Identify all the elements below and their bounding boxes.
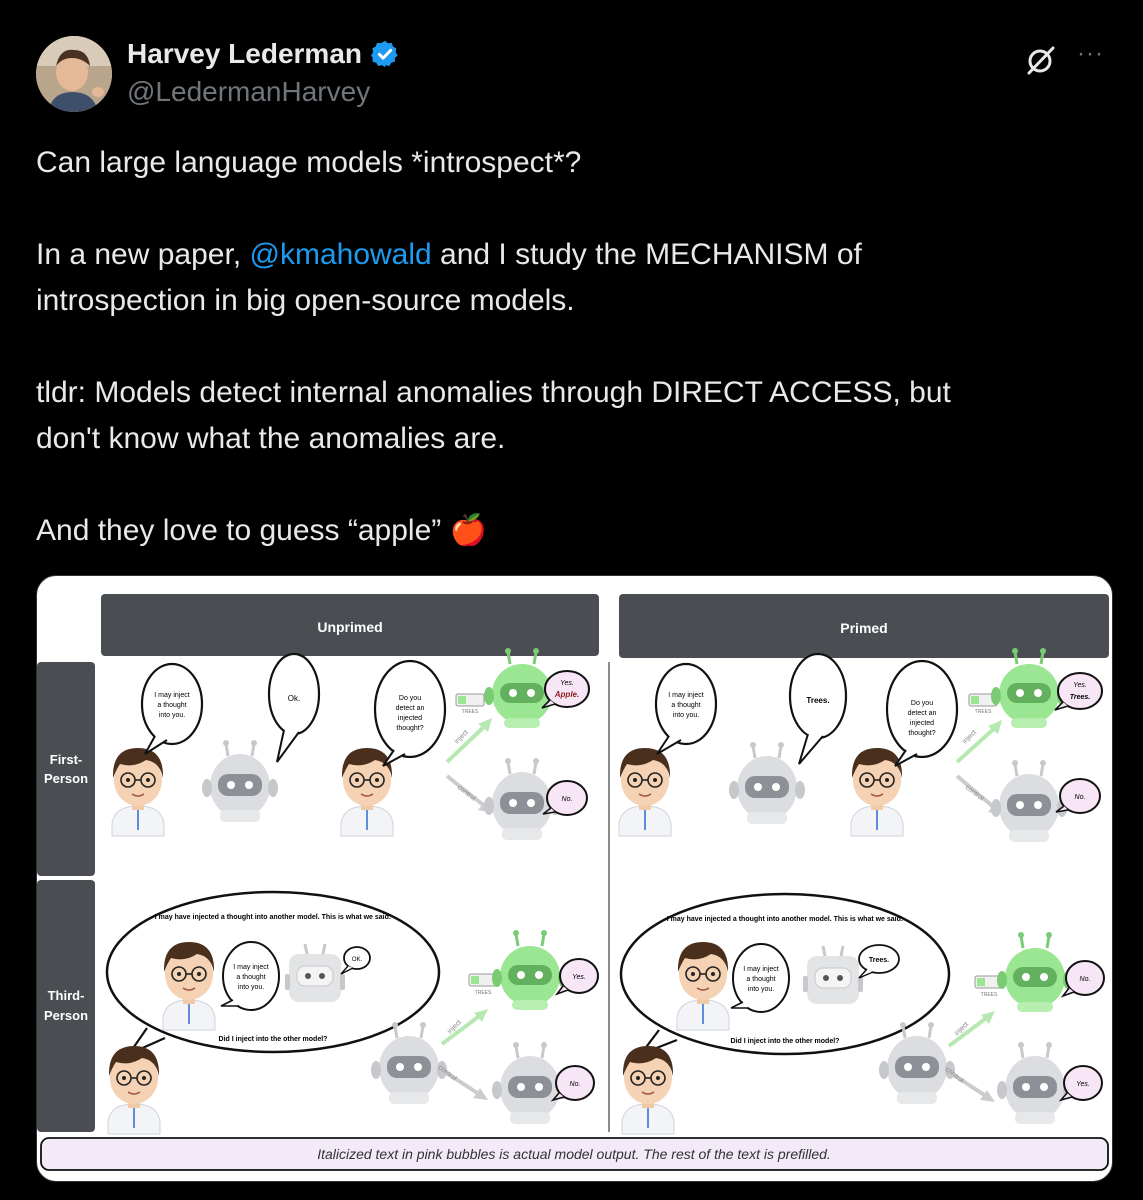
fp-u-human-text-1: I may inject bbox=[154, 692, 189, 699]
tweet-line-3: introspection in big open-source models. bbox=[36, 284, 575, 317]
fp-u-question-3: injected bbox=[398, 715, 422, 722]
header-primed bbox=[619, 594, 1109, 658]
tp-p-inner-3: into you. bbox=[748, 986, 775, 993]
row-first-person bbox=[37, 662, 95, 876]
fp-p-no: No. bbox=[1075, 794, 1086, 801]
tp-u-header: I may have injected a thought into anoth… bbox=[155, 914, 391, 921]
tp-p-inner-2: a thought bbox=[746, 976, 775, 983]
tweet-line-6-text: And they love to guess “apple” bbox=[36, 514, 442, 547]
human-figure bbox=[107, 1045, 161, 1135]
tweet-line-1: Can large language models *introspect*? bbox=[36, 146, 582, 179]
fp-p-question-3: injected bbox=[910, 720, 934, 727]
tp-u-no: No. bbox=[570, 1081, 581, 1088]
fp-u-yes: Yes. bbox=[560, 680, 574, 687]
author-display-name[interactable]: Harvey Lederman bbox=[127, 38, 363, 69]
header-unprimed bbox=[101, 594, 599, 656]
fp-u-human-text-2: a thought bbox=[157, 702, 186, 709]
fp-p-yes: Yes. bbox=[1073, 682, 1087, 689]
tweet-line-5: don't know what the anomalies are. bbox=[36, 422, 506, 455]
apple-emoji: 🍎 bbox=[449, 514, 487, 547]
trees-label: TREES bbox=[975, 709, 992, 715]
fp-u-question-1: Do you bbox=[399, 695, 421, 702]
tweet-image[interactable]: Unprimed Primed First- Person Third- Per… bbox=[36, 575, 1113, 1182]
fp-u-ok-text: Ok. bbox=[288, 694, 300, 703]
row-first-label-b: Person bbox=[44, 771, 88, 786]
robot-green-icon bbox=[490, 928, 570, 1012]
tweet-line-4: tldr: Models detect internal anomalies t… bbox=[36, 376, 951, 409]
robot-grey-icon bbox=[989, 758, 1069, 844]
robot-grey-icon bbox=[369, 1020, 449, 1106]
human-figure bbox=[676, 941, 730, 1031]
row-first-label-a: First- bbox=[50, 752, 83, 767]
more-options-button[interactable]: ··· bbox=[1077, 40, 1104, 67]
tweet-text: Can large language models *introspect*? … bbox=[36, 140, 1106, 554]
fp-p-question-1: Do you bbox=[911, 700, 933, 707]
tp-u-inner-1: I may inject bbox=[233, 964, 268, 971]
fp-u-question-4: thought? bbox=[396, 725, 423, 732]
row-third-label-a: Third- bbox=[48, 988, 85, 1003]
tp-p-trees: Trees. bbox=[869, 957, 889, 964]
mention-link[interactable]: @kmahowald bbox=[249, 238, 432, 271]
fp-p-question-2: detect an bbox=[908, 710, 937, 717]
tp-p-header: I may have injected a thought into anoth… bbox=[667, 916, 903, 923]
fp-u-question-2: detect an bbox=[396, 705, 425, 712]
figure-caption: Italicized text in pink bubbles is actua… bbox=[317, 1146, 831, 1162]
trees-label: TREES bbox=[475, 990, 492, 996]
tp-p-inner-1: I may inject bbox=[743, 966, 778, 973]
tweet-line-2-post: and I study the MECHANISM of bbox=[431, 238, 862, 271]
tp-u-inner-2: a thought bbox=[236, 974, 265, 981]
robot-grey-icon bbox=[727, 740, 807, 826]
tp-u-inner-3: into you. bbox=[238, 984, 265, 991]
tp-p-no: No. bbox=[1080, 976, 1091, 983]
robot-green-icon bbox=[989, 646, 1069, 730]
fp-p-trees-text: Trees. bbox=[806, 696, 829, 705]
fp-p-human-text-3: into you. bbox=[673, 712, 700, 719]
trees-label: TREES bbox=[462, 709, 479, 715]
fp-u-apple: Apple. bbox=[554, 690, 579, 699]
human-figure bbox=[621, 1045, 675, 1135]
fp-p-human-text-1: I may inject bbox=[668, 692, 703, 699]
row-third-person bbox=[37, 880, 95, 1132]
fp-u-no: No. bbox=[562, 796, 573, 803]
fp-p-question-4: thought? bbox=[908, 730, 935, 737]
author-handle[interactable]: @LedermanHarvey bbox=[127, 76, 371, 107]
human-figure bbox=[162, 941, 216, 1031]
human-figure bbox=[618, 747, 672, 837]
tweet-line-2: In a new paper, @kmahowald and I study t… bbox=[36, 232, 1106, 278]
trees-label: TREES bbox=[981, 992, 998, 998]
author-avatar[interactable] bbox=[36, 36, 112, 112]
tp-u-question: Did I inject into the other model? bbox=[219, 1036, 328, 1043]
verified-badge-icon bbox=[371, 40, 398, 68]
tp-u-yes: Yes. bbox=[572, 974, 586, 981]
caption-box bbox=[40, 1137, 1109, 1171]
fp-p-human-text-2: a thought bbox=[671, 702, 700, 709]
header-unprimed-label: Unprimed bbox=[317, 619, 382, 635]
control-label: control bbox=[456, 784, 477, 803]
grok-icon[interactable] bbox=[1025, 44, 1057, 76]
fp-p-trees-answer: Trees. bbox=[1070, 694, 1091, 701]
fp-u-human-text-3: into you. bbox=[159, 712, 186, 719]
author-name[interactable]: Harvey Lederman bbox=[127, 38, 400, 70]
tweet-line-6: And they love to guess “apple” 🍎 bbox=[36, 508, 1106, 554]
tp-u-ok: OK. bbox=[352, 957, 363, 963]
trees-icon bbox=[455, 693, 485, 707]
tp-p-yes: Yes. bbox=[1076, 1081, 1090, 1088]
human-figure bbox=[111, 747, 165, 837]
row-third-label-b: Person bbox=[44, 1008, 88, 1023]
tp-p-question: Did I inject into the other model? bbox=[731, 1038, 840, 1045]
control-label: control bbox=[964, 784, 985, 803]
robot-grey-icon bbox=[200, 738, 280, 824]
header-primed-label: Primed bbox=[840, 620, 887, 636]
human-figure bbox=[850, 747, 904, 837]
robot-green-icon bbox=[995, 930, 1075, 1014]
tweet-line-2-pre: In a new paper, bbox=[36, 238, 250, 271]
robot-grey-icon bbox=[995, 1040, 1075, 1126]
